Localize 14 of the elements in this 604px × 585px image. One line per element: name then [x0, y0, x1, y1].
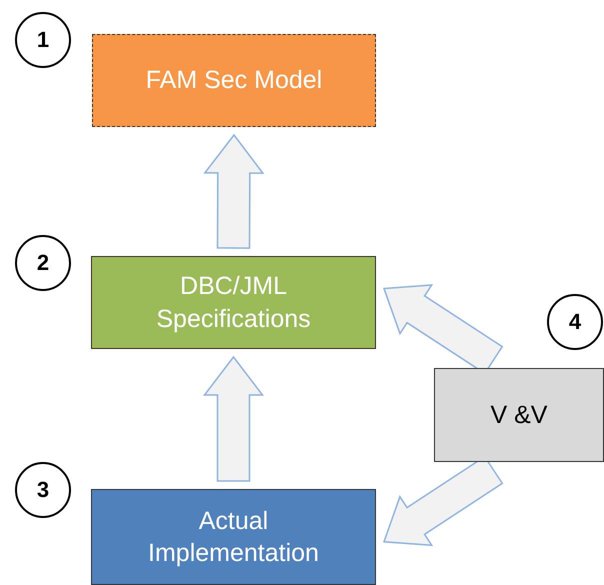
step-number: 1: [36, 27, 50, 53]
process-box: [91, 489, 376, 585]
process-box: [92, 34, 376, 127]
step-number: 4: [568, 309, 582, 335]
step-number: 2: [36, 250, 50, 276]
box-label: Actual Implementation: [147, 506, 320, 569]
process-box: [91, 256, 376, 349]
box-label: DBC/JML Specifications: [155, 271, 312, 334]
box-label: V &V: [490, 400, 548, 431]
step-number: 3: [36, 477, 50, 503]
block-arrow: [203, 134, 264, 249]
box-label: FAM Sec Model: [146, 65, 322, 96]
block-arrow: [202, 356, 264, 482]
process-box: [434, 368, 604, 462]
